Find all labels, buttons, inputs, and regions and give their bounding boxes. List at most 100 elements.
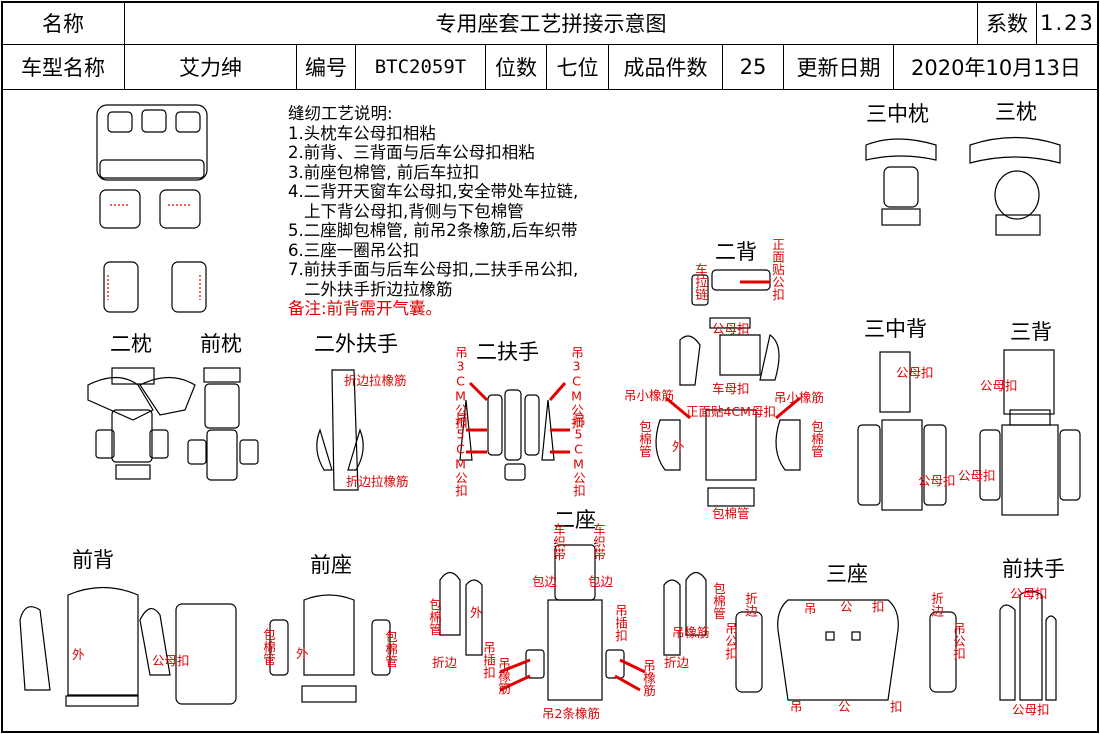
notes-line-8: 7.前扶手面与后车公母扣,二扶手吊公扣, — [288, 260, 579, 279]
annot-wrap-edge-right: 包边 — [588, 574, 614, 589]
annot-outer-front-back: 外 — [72, 647, 85, 662]
annot-car-female: 车母扣 — [712, 381, 750, 396]
notes-heading: 缝纫工艺说明: — [288, 104, 393, 123]
annot-third-seat-hang-top: 吊 — [804, 601, 817, 616]
notes-remark: 备注:前背需开气囊。 — [288, 299, 443, 318]
notes-line-5: 上下背公母扣,背侧与下包棉管 — [304, 201, 524, 221]
annot-fold-elastic-bottom: 折边拉橡筋 — [346, 474, 409, 489]
annot-hang-small-elastic-left: 吊小橡筋 — [624, 388, 675, 403]
header-model-label: 车型名称 — [1, 44, 125, 90]
annot-third-seat-fold-right: 折边 — [929, 592, 944, 617]
annot-front-armrest-top: 公母扣 — [1010, 586, 1048, 601]
notes-line-6: 5.二座脚包棉管, 前吊2条橡筋,后车织带 — [288, 221, 578, 240]
annot-hang-elastic-left: 吊橡筋 — [496, 657, 511, 695]
title-second-armrest: 二扶手 — [476, 340, 539, 364]
annot-third-seat-fold-left: 折边 — [743, 592, 758, 617]
annot-third-seat-hang-right: 吊公扣 — [951, 622, 966, 660]
annot-wrap-tube-second-back-left: 包棉管 — [637, 420, 652, 458]
title-third-seat: 三座 — [826, 562, 868, 586]
annot-front-armrest-bottom: 公母扣 — [1012, 702, 1050, 717]
annot-wrap-edge-left: 包边 — [532, 574, 558, 589]
header-coef-label: 系数 — [977, 1, 1037, 45]
annot-fold-edge-right: 折边 — [664, 655, 690, 670]
annot-wrap-tube-second-back-right: 包棉管 — [809, 420, 824, 458]
annot-hang-5cm-right: 吊5CM公扣 — [571, 414, 586, 497]
notes-line-4: 4.二背开天窗车公母扣,安全带处车拉链, — [288, 182, 579, 201]
third-back-pieces — [857, 349, 1081, 516]
annot-sew-zipper: 车拉链 — [693, 263, 708, 301]
annot-hang-elastic-tube: 吊橡筋 — [672, 625, 710, 640]
annot-hang-3cm-right: 吊3CM公扣 — [569, 346, 584, 429]
title-third-mid-back: 三中背 — [864, 317, 927, 341]
title-front-seat: 前座 — [310, 553, 352, 577]
annot-third-seat-male-top: 公 — [840, 599, 853, 614]
annot-wrap-tube-front-seat-left: 包棉管 — [261, 628, 276, 666]
notes-line-7: 6.三座一圈吊公扣 — [288, 240, 420, 260]
title-second-pillow: 二枕 — [110, 332, 152, 356]
header-seats-label: 位数 — [485, 44, 547, 90]
annot-hang-small-elastic-right: 吊小橡筋 — [774, 390, 825, 405]
annot-third-seat-buckle-top: 扣 — [872, 599, 885, 614]
header-coef-value: 1.23 — [1036, 1, 1099, 45]
instruction-arrows — [466, 280, 801, 692]
annot-male-female-second-back: 公母扣 — [712, 321, 750, 336]
annot-wrap-tube-front-seat-right: 包棉管 — [383, 630, 398, 668]
armrest-pieces — [316, 369, 555, 491]
title-second-seat: 二座 — [554, 508, 596, 532]
title-front-pillow: 前枕 — [200, 332, 242, 356]
sewing-notes: 缝纫工艺说明: 1.头枕车公母扣相粘 2.前背、三背面与后车公母扣相粘 3.前座… — [288, 104, 578, 319]
notes-line-2: 2.前背、三背面与后车公母扣相粘 — [288, 143, 535, 162]
annot-front-stick: 正面贴公扣 — [770, 238, 785, 301]
pillow-pieces — [87, 367, 259, 481]
title-front-armrest: 前扶手 — [1002, 557, 1065, 581]
annot-male-female-third-back-bottom: 公母扣 — [958, 468, 996, 483]
annot-front-4cm: 正面贴4CM母扣 — [686, 404, 776, 419]
title-second-outer-armrest: 二外扶手 — [314, 332, 398, 356]
annot-outer-second-seat: 外 — [470, 605, 483, 620]
annot-male-female-third-mid: 公母扣 — [896, 365, 934, 380]
annot-hang-insert-right: 吊插扣 — [613, 604, 628, 642]
annot-hang-2-elastic: 吊2条橡筋 — [542, 706, 600, 721]
front-seat-pieces — [269, 594, 391, 703]
annot-hang-3cm-left: 吊3CM公扣 — [453, 346, 468, 429]
third-pillow-pieces — [865, 136, 1061, 236]
seat-overview-illustration — [96, 104, 208, 313]
header-pieces-label: 成品件数 — [608, 44, 723, 90]
second-back-pieces — [655, 269, 801, 507]
annot-fold-elastic-top: 折边拉橡筋 — [344, 373, 407, 388]
title-third-mid-pillow: 三中枕 — [866, 102, 929, 126]
annot-hang-elastic-right: 吊橡筋 — [641, 659, 656, 697]
annot-outer-second-back: 外 — [672, 439, 685, 454]
title-second-back: 二背 — [715, 240, 757, 264]
header-code-label: 编号 — [296, 44, 356, 90]
annot-wrap-tube-second-back-bottom: 包棉管 — [712, 506, 750, 521]
notes-line-1: 1.头枕车公母扣相粘 — [288, 123, 436, 143]
third-seat-pieces — [735, 599, 957, 701]
annot-outer-front-seat: 外 — [296, 646, 309, 661]
title-third-pillow: 三枕 — [995, 100, 1037, 124]
annot-third-seat-hang-left: 吊公扣 — [723, 622, 738, 660]
annot-wrap-tube-second-seat-left: 包棉管 — [427, 598, 442, 636]
annot-male-female-third-mid-bottom: 公母扣 — [918, 473, 956, 488]
notes-line-3: 3.前座包棉管, 前后车拉扣 — [288, 162, 480, 182]
notes-line-9: 二外扶手折边拉橡筋 — [304, 279, 453, 299]
annot-male-female-front-back: 公母扣 — [152, 653, 190, 668]
header-date-value: 2020年10月13日 — [893, 44, 1099, 90]
header-model-value: 艾力绅 — [124, 44, 297, 90]
title-front-back: 前背 — [72, 548, 114, 572]
annot-hang-5cm-left: 吊5CM公扣 — [453, 414, 468, 497]
front-back-pieces — [19, 586, 237, 707]
annot-third-seat-male-bottom: 公 — [838, 699, 851, 714]
annot-third-seat-buckle-bottom: 扣 — [890, 699, 903, 714]
second-seat-pieces — [439, 544, 707, 701]
annot-male-female-third-back: 公母扣 — [980, 378, 1018, 393]
annot-fold-edge-left: 折边 — [432, 655, 458, 670]
annot-car-webbing-right: 车织带 — [591, 523, 606, 561]
title-third-back: 三背 — [1010, 320, 1052, 344]
front-armrest-pieces — [999, 590, 1057, 701]
header-date-label: 更新日期 — [783, 44, 894, 90]
annot-hang-insert-left: 吊插扣 — [481, 641, 496, 679]
annot-car-webbing-left: 车织带 — [551, 523, 566, 561]
